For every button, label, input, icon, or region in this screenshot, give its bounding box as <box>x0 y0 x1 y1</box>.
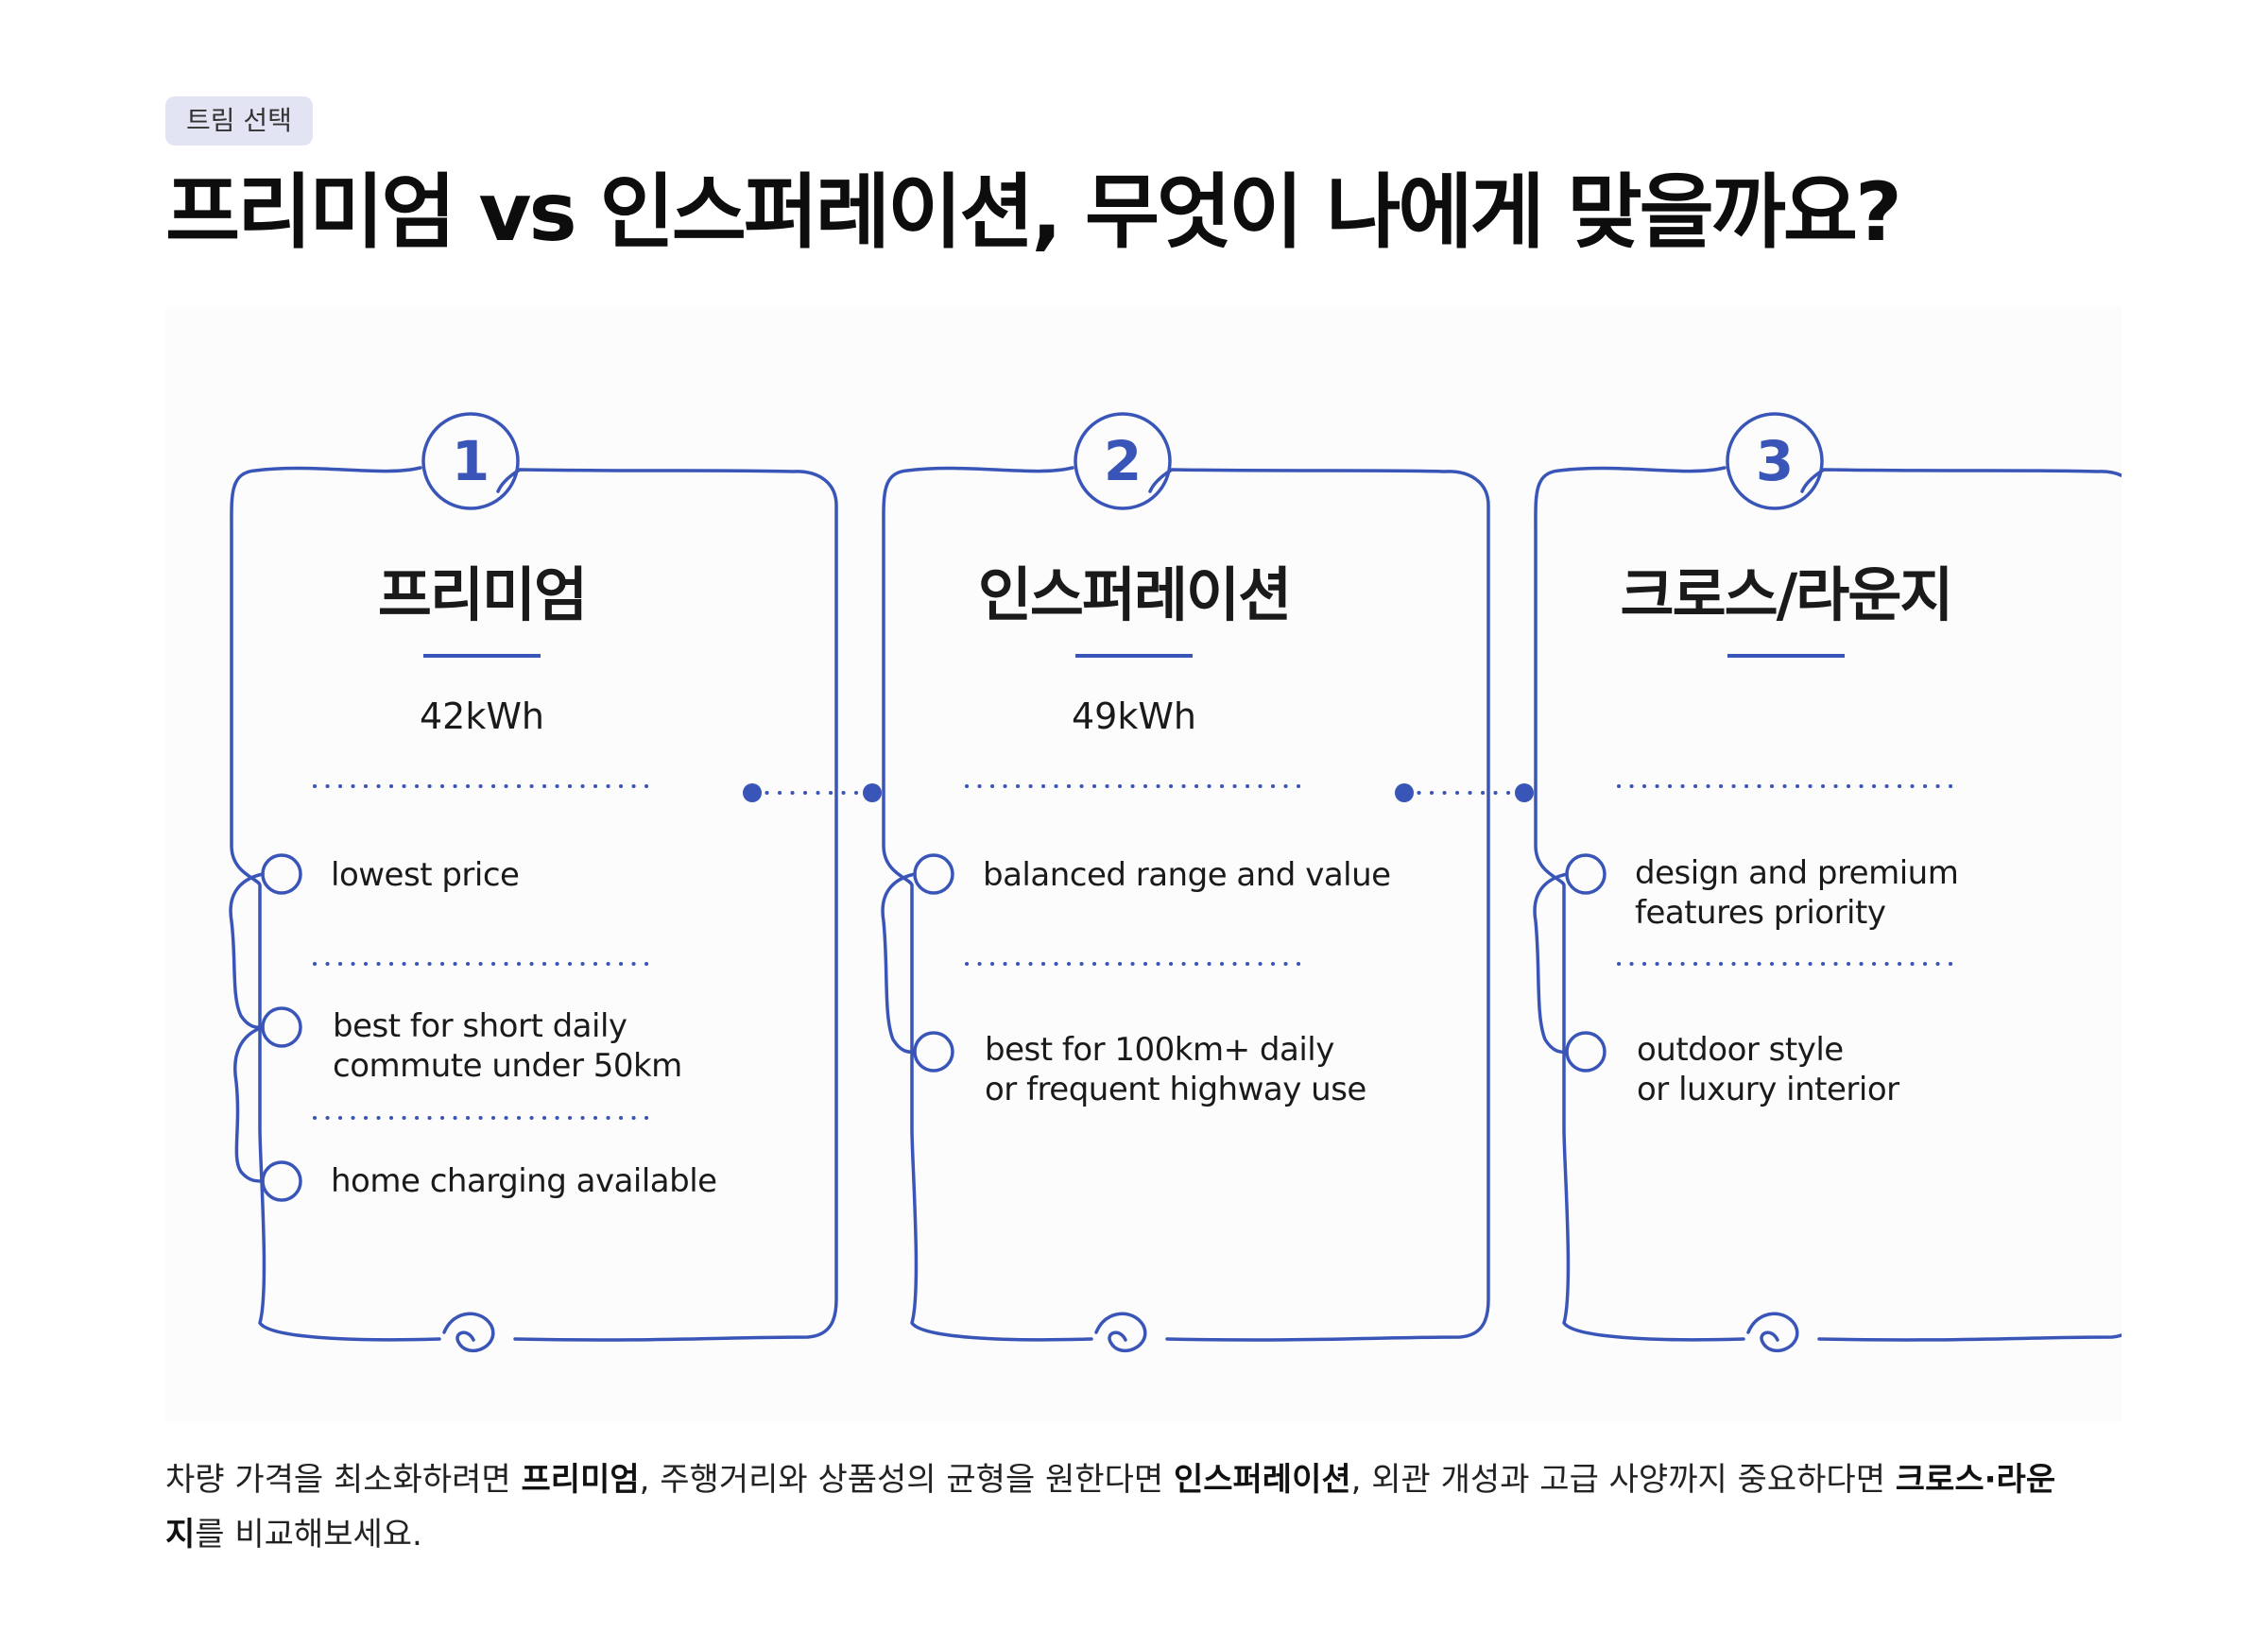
card-frame-2 <box>882 466 1490 1342</box>
description-part: , 주행거리와 상품성의 균형을 원한다면 <box>639 1461 1174 1499</box>
card-frame-3 <box>1534 466 2122 1342</box>
card-frame-1 <box>230 466 838 1342</box>
card-title-1: 프리미엄 <box>377 560 588 629</box>
feature-text-2-2: best for 100km+ daily or frequent highwa… <box>985 1031 1366 1108</box>
card-number-circle-3 <box>1726 412 1824 510</box>
infographic-drawing <box>229 412 2122 1353</box>
feature-connector-1 <box>229 872 265 1183</box>
feature-text-2-1: balanced range and value <box>983 856 1391 894</box>
description-highlight: 프리미엄 <box>521 1461 640 1499</box>
description-highlight: 인스퍼레이션 <box>1173 1461 1351 1499</box>
description-part: 차량 가격을 최소화하려면 <box>165 1461 522 1499</box>
card-number-circle-2 <box>1074 412 1172 510</box>
description-part: , 외관 개성과 고급 사양까지 중요하다면 <box>1350 1461 1896 1499</box>
feature-bullet-1-2 <box>261 1006 302 1048</box>
feature-connector-2 <box>881 872 917 1055</box>
link-node <box>863 783 882 802</box>
card-ornament-2 <box>1094 1312 1147 1353</box>
page-title: 프리미엄 vs 인스퍼레이션, 무엇이 나에게 맞을까요? <box>165 165 1902 260</box>
card-number-2: 2 <box>1103 429 1143 493</box>
card-title-3: 크로스/라운지 <box>1620 560 1954 629</box>
feature-bullet-3-1 <box>1565 853 1606 895</box>
card-ornament-1 <box>442 1312 495 1353</box>
card-number-3: 3 <box>1755 429 1795 493</box>
feature-bullet-3-2 <box>1565 1031 1606 1073</box>
link-node <box>1395 783 1414 802</box>
link-node <box>1515 783 1534 802</box>
feature-text-1-1: lowest price <box>331 856 520 894</box>
feature-bullet-1-1 <box>261 853 302 895</box>
feature-text-3-2: outdoor style or luxury interior <box>1637 1031 1899 1108</box>
card-ornament-3 <box>1746 1312 1799 1353</box>
trim-comparison-infographic: 1 프리미엄 42kWh lowest price best for short… <box>165 307 2122 1422</box>
feature-bullet-2-1 <box>913 853 954 895</box>
description-text: 차량 가격을 최소화하려면 프리미엄, 주행거리와 상품성의 균형을 원한다면 … <box>165 1452 2122 1562</box>
feature-text-1-3: home charging available <box>331 1162 717 1200</box>
card-title-2: 인스퍼레이션 <box>977 560 1292 629</box>
description-part: 를 비교해보세요. <box>195 1516 422 1554</box>
feature-bullet-1-3 <box>261 1160 302 1202</box>
description-highlight: 지 <box>165 1516 196 1554</box>
link-node <box>743 783 762 802</box>
card-number-circle-1 <box>421 412 520 510</box>
card-number-1: 1 <box>451 429 490 493</box>
description-highlight: 크로스·라운 <box>1895 1461 2056 1499</box>
card-capacity-2: 49kWh <box>1071 695 1197 737</box>
card-capacity-1: 42kWh <box>419 695 545 737</box>
feature-connector-3 <box>1533 872 1569 1055</box>
section-tag: 트림 선택 <box>165 96 313 146</box>
feature-text-3-1: design and premium features priority <box>1635 854 1959 932</box>
feature-bullet-2-2 <box>913 1031 954 1073</box>
feature-text-1-2: best for short daily commute under 50km <box>333 1007 682 1085</box>
